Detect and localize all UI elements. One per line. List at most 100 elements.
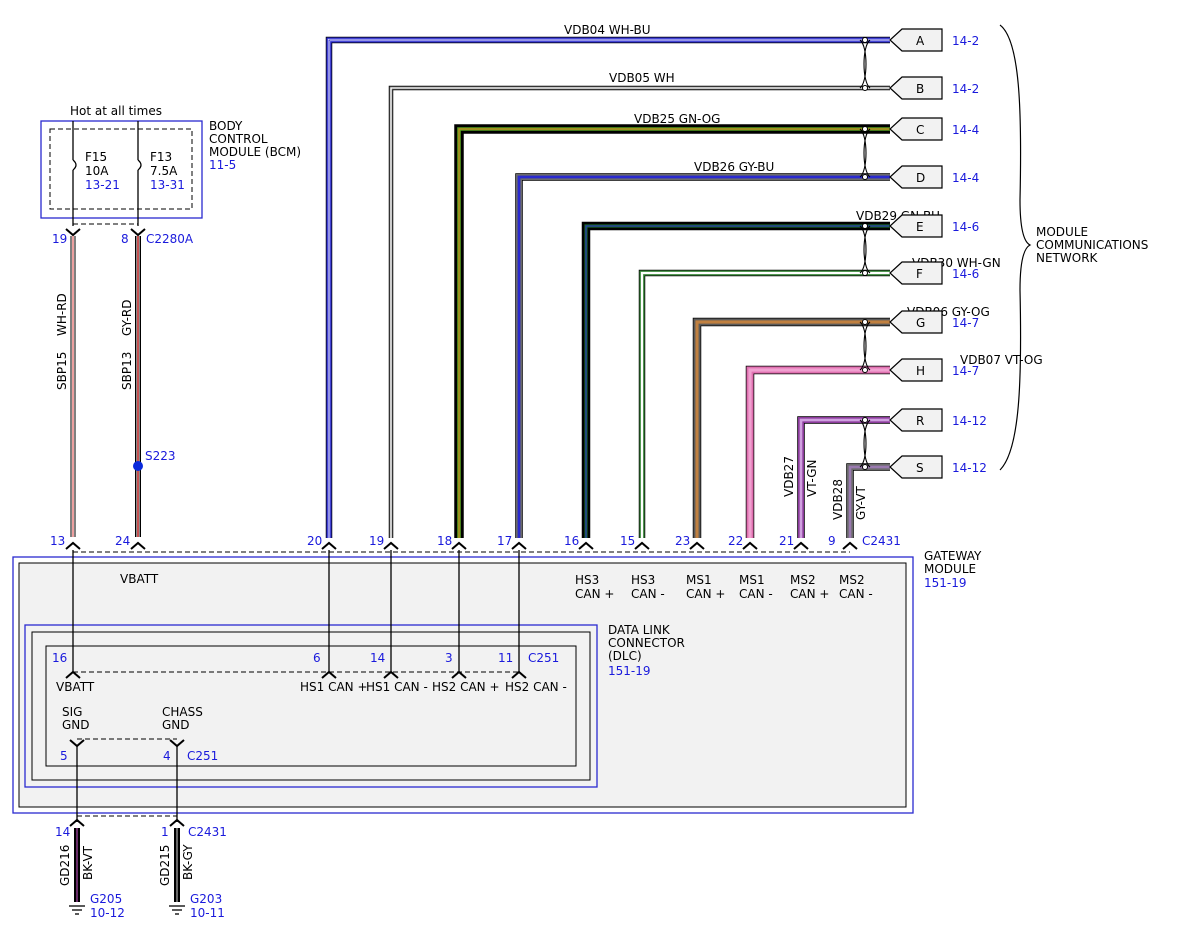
fuse-f13-rating: 7.5A [150, 164, 178, 178]
connector-f-ref: 14-6 [952, 267, 979, 281]
gateway-pin-21: 21 [779, 534, 794, 548]
wire-gd215-color: BK-GY [181, 844, 195, 880]
connector-b-letter: B [916, 82, 924, 96]
bcm-pin-19-icon [65, 228, 81, 237]
wire-vdb04-label: VDB04 WH-BU [564, 23, 651, 37]
connector-f-icon [889, 261, 943, 285]
gateway-pin-13-icon [65, 541, 81, 550]
brace-icon [999, 24, 1032, 471]
fuse-f15-icon [72, 159, 77, 171]
bcm: Hot at all times F15 10A 13-21 F13 7.5A … [40, 104, 301, 246]
wire-sbp13-color: GY-RD [120, 299, 134, 336]
connector-a-ref: 14-2 [952, 34, 979, 48]
connector-e-icon [889, 214, 943, 238]
twisted-pair-icon [859, 319, 871, 373]
wire-sbp13-circuit: SBP13 [120, 352, 134, 390]
power-wires: SBP15 WH-RD SBP13 GY-RD S223 [55, 236, 176, 537]
wire-vdb05-label: VDB05 WH [609, 71, 675, 85]
connector-g-icon [889, 310, 943, 334]
connector-s-letter: S [916, 461, 924, 475]
connector-f-letter: F [916, 267, 923, 281]
gateway-pin-24: 24 [115, 534, 130, 548]
ground-g203-ref: 10-11 [190, 906, 225, 920]
fuse-f15-rating: 10A [85, 164, 109, 178]
connector-r-icon [889, 408, 943, 432]
dlc-pin-4: 4 [163, 749, 171, 763]
gateway-can-label-4-polarity: CAN - [739, 587, 773, 601]
connector-c-letter: C [916, 123, 924, 137]
wire-sbp15-circuit: SBP15 [55, 352, 69, 390]
gateway-name-line-2: MODULE [924, 562, 976, 576]
twisted-pair-icon [859, 37, 871, 91]
gateway-can-label-2-polarity: CAN - [631, 587, 665, 601]
wire-vdb26-label: VDB26 GY-BU [694, 160, 774, 174]
dlc-chass-gnd-line-2: GND [162, 718, 190, 732]
gateway-pin-15-icon [634, 541, 650, 550]
dlc-name-line-2: CONNECTOR [608, 636, 685, 650]
gateway-pin-17: 17 [497, 534, 512, 548]
gateway-can-label-6-bus: MS2 [839, 573, 865, 587]
ground-g203-label: G203 [190, 892, 222, 906]
splice-s223-dot [133, 461, 143, 471]
connector-h-ref: 14-7 [952, 364, 979, 378]
gateway-can-label-3-polarity: CAN + [686, 587, 725, 601]
dlc-pin-6-label: HS1 CAN + [300, 680, 368, 694]
fuse-f13-id: F13 [150, 150, 172, 164]
connector-b-ref: 14-2 [952, 82, 979, 96]
gateway-pin-21-icon [793, 541, 809, 550]
connector-e-letter: E [916, 220, 924, 234]
bcm-ref: 11-5 [209, 158, 236, 172]
dlc-pin-3: 3 [445, 651, 453, 665]
gateway-pin-19-icon [383, 541, 399, 550]
hot-at-all-times-label: Hot at all times [70, 104, 162, 118]
connector-d-icon [889, 165, 943, 189]
gateway-pin-13: 13 [50, 534, 65, 548]
connector-s-ref: 14-12 [952, 461, 987, 475]
twisted-pair-icon [859, 126, 871, 180]
dlc-gnd-connector-id: C251 [187, 749, 218, 763]
gateway-pin-9-icon [842, 541, 858, 550]
gateway-ref: 151-19 [924, 576, 967, 590]
connector-g-letter: G [916, 316, 925, 330]
gateway-connector-id: C2431 [862, 534, 901, 548]
gateway-pin-17-icon [511, 541, 527, 550]
connector-d-ref: 14-4 [952, 171, 979, 185]
connector-d-letter: D [916, 171, 925, 185]
dlc-pin-16: 16 [52, 651, 67, 665]
wire-vdb28-color: GY-VT [854, 486, 868, 520]
connector-c-ref: 14-4 [952, 123, 979, 137]
bcm-pin-8-icon [130, 228, 146, 237]
fuse-f13-icon [137, 159, 142, 171]
ground-pin-1-icon [169, 818, 185, 827]
network-label-line-3: NETWORK [1036, 251, 1099, 265]
dlc-pin-6: 6 [313, 651, 321, 665]
gateway-pin-22-icon [742, 541, 758, 550]
network-label-line-1: MODULE [1036, 225, 1088, 239]
fuse-f13-ref: 13-31 [150, 178, 185, 192]
dlc-ref: 151-19 [608, 664, 651, 678]
ground-g205-icon [69, 905, 85, 915]
connector-g-ref: 14-7 [952, 316, 979, 330]
gateway-can-label-1-polarity: CAN + [575, 587, 614, 601]
dlc-frame-box [31, 631, 591, 781]
wire-vdb27-circuit: VDB27 [782, 456, 796, 497]
fuse-panel-dashed-box [49, 128, 193, 210]
wire-vdb28-circuit: VDB28 [831, 479, 845, 520]
dlc-outer-box [24, 624, 598, 788]
gateway-can-label-4-bus: MS1 [739, 573, 765, 587]
ground-pin-14-icon [69, 818, 85, 827]
dlc-name-line-1: DATA LINK [608, 623, 671, 637]
gateway-pin-20: 20 [307, 534, 322, 548]
twisted-pair-icon [859, 417, 871, 470]
bcm-name-line-1: BODY [209, 119, 243, 133]
ground-g205-ref: 10-12 [90, 906, 125, 920]
network-label-line-2: COMMUNICATIONS [1036, 238, 1148, 252]
